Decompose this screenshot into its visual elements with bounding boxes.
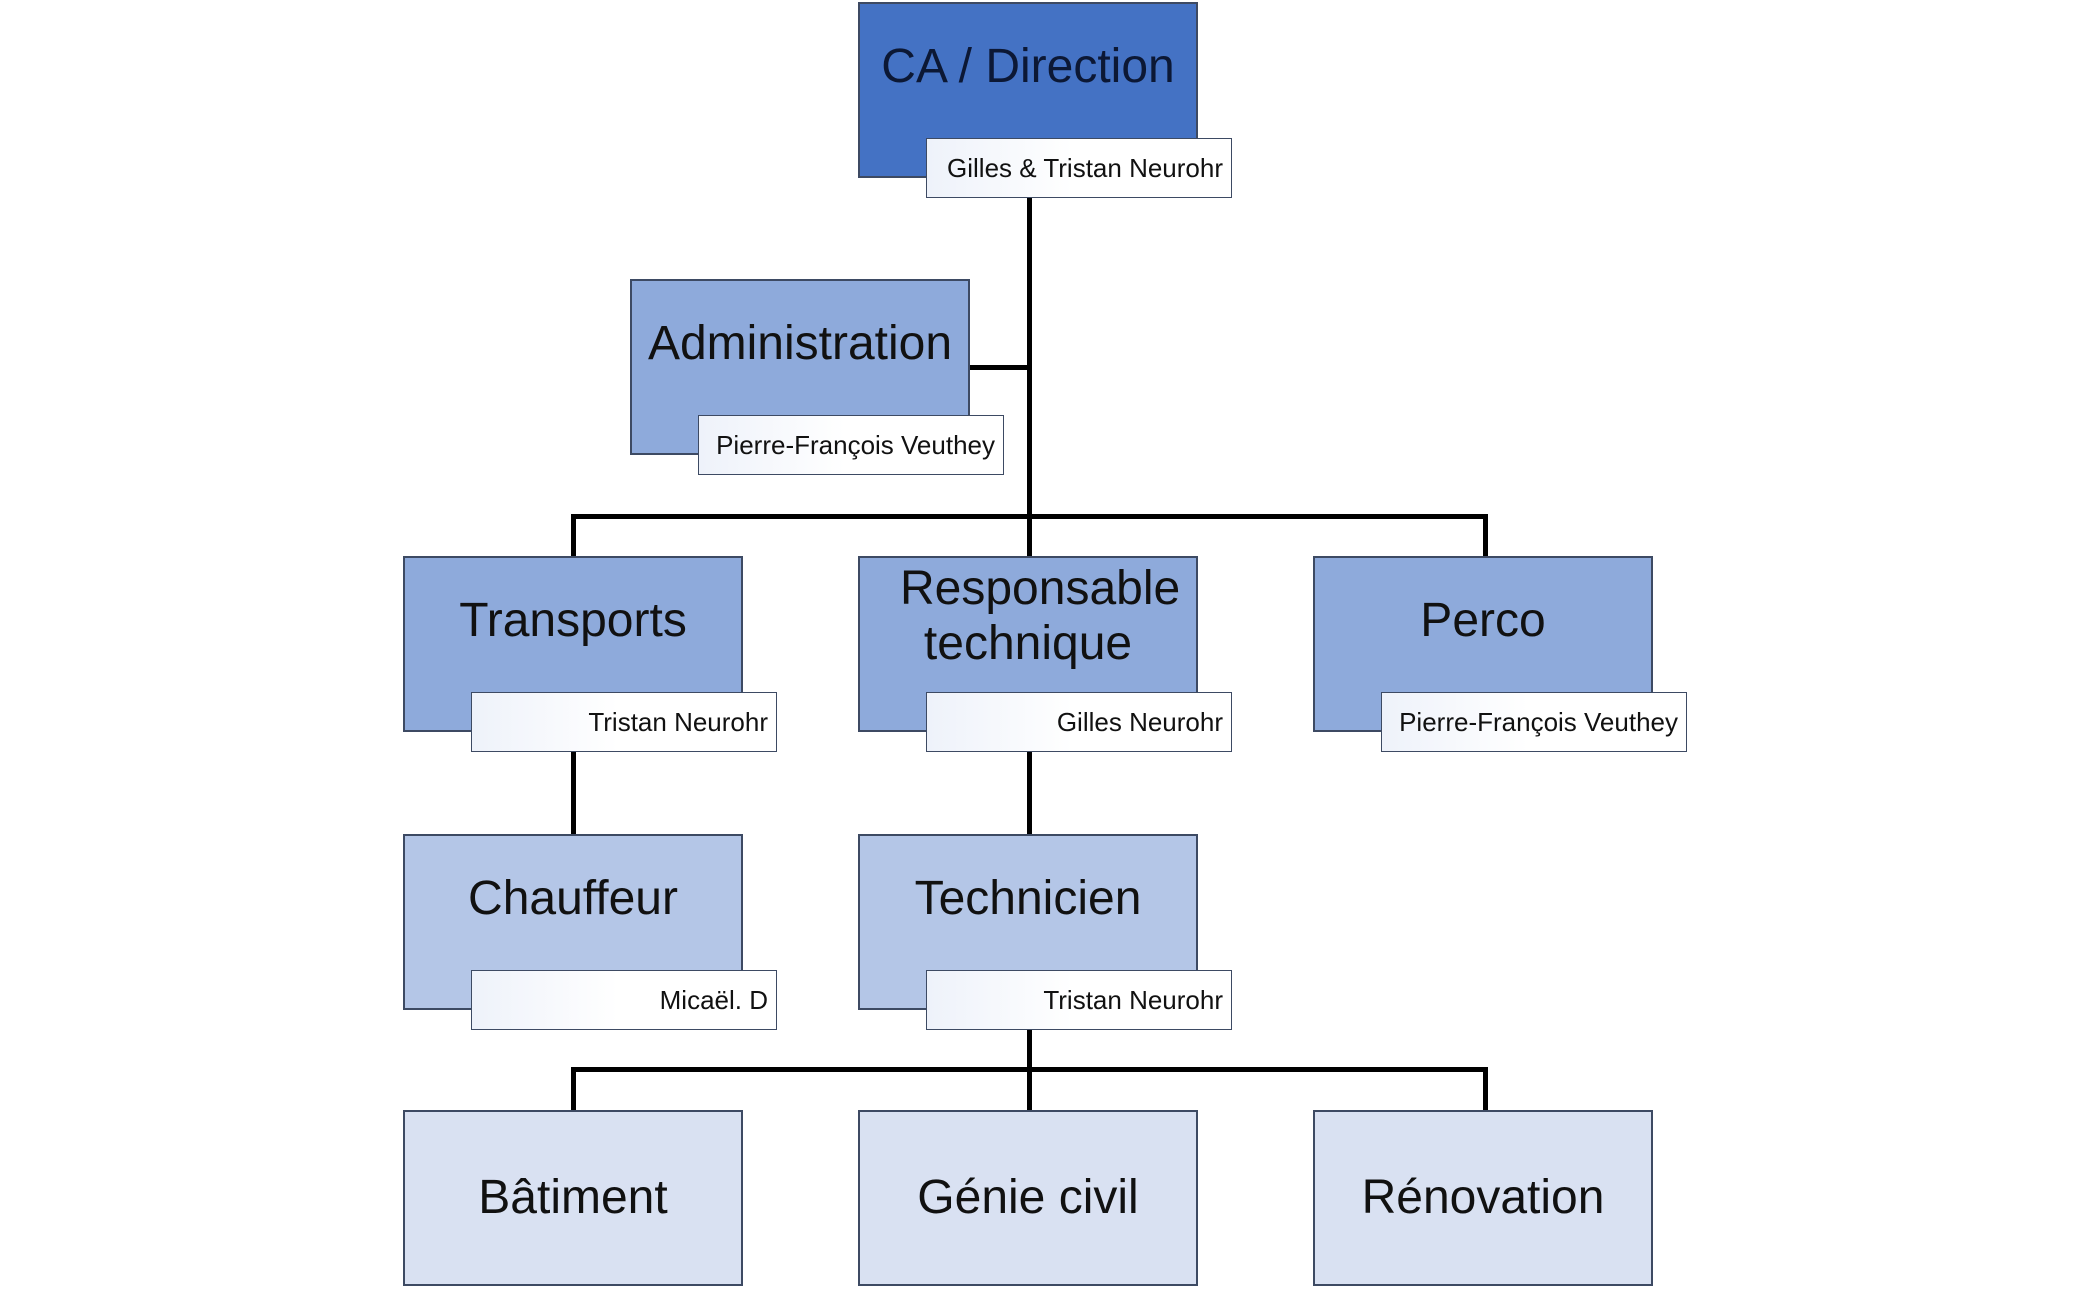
person-name: Tristan Neurohr — [1043, 984, 1223, 1015]
node-title: Administration — [647, 317, 953, 371]
node-title: Transports — [459, 594, 687, 648]
connector-to-perco — [1483, 514, 1488, 559]
node-title: Responsable technique — [900, 561, 1181, 670]
name-box-ca-direction: Gilles & Tristan Neurohr — [926, 138, 1232, 198]
person-name: Gilles & Tristan Neurohr — [947, 152, 1223, 183]
connector-transports-chauffeur — [571, 750, 576, 838]
node-title: Rénovation — [1361, 1171, 1605, 1225]
name-box-perco: Pierre-François Veuthey — [1381, 692, 1687, 752]
connector-to-genie-civil — [1027, 1067, 1032, 1110]
node-batiment: Bâtiment — [403, 1110, 743, 1286]
person-name: Pierre-François Veuthey — [1399, 706, 1678, 737]
node-title: Chauffeur — [468, 872, 678, 926]
node-title: Technicien — [914, 872, 1142, 926]
name-box-chauffeur: Micaël. D — [471, 970, 777, 1030]
person-name: Micaël. D — [659, 984, 768, 1015]
connector-responsable-technicien — [1027, 750, 1032, 838]
connector-administration — [970, 365, 1032, 370]
name-box-transports: Tristan Neurohr — [471, 692, 777, 752]
node-renovation: Rénovation — [1313, 1110, 1653, 1286]
person-name: Tristan Neurohr — [588, 706, 768, 737]
node-genie-civil: Génie civil — [858, 1110, 1198, 1286]
name-box-administration: Pierre-François Veuthey — [698, 415, 1004, 475]
connector-to-transports — [571, 514, 576, 559]
connector-to-renovation — [1483, 1067, 1488, 1110]
connector-technicien-trunk — [1027, 1027, 1032, 1072]
node-title: Perco — [1420, 594, 1546, 648]
node-title: Bâtiment — [478, 1171, 668, 1225]
connector-to-batiment — [571, 1067, 576, 1110]
name-box-responsable-technique: Gilles Neurohr — [926, 692, 1232, 752]
node-title: CA / Direction — [881, 40, 1175, 94]
connector-direction-trunk — [1027, 198, 1032, 520]
person-name: Gilles Neurohr — [1056, 706, 1223, 737]
name-box-technicien: Tristan Neurohr — [926, 970, 1232, 1030]
person-name: Pierre-François Veuthey — [716, 429, 995, 460]
connector-to-responsable-technique — [1027, 514, 1032, 559]
node-title: Génie civil — [917, 1171, 1139, 1225]
